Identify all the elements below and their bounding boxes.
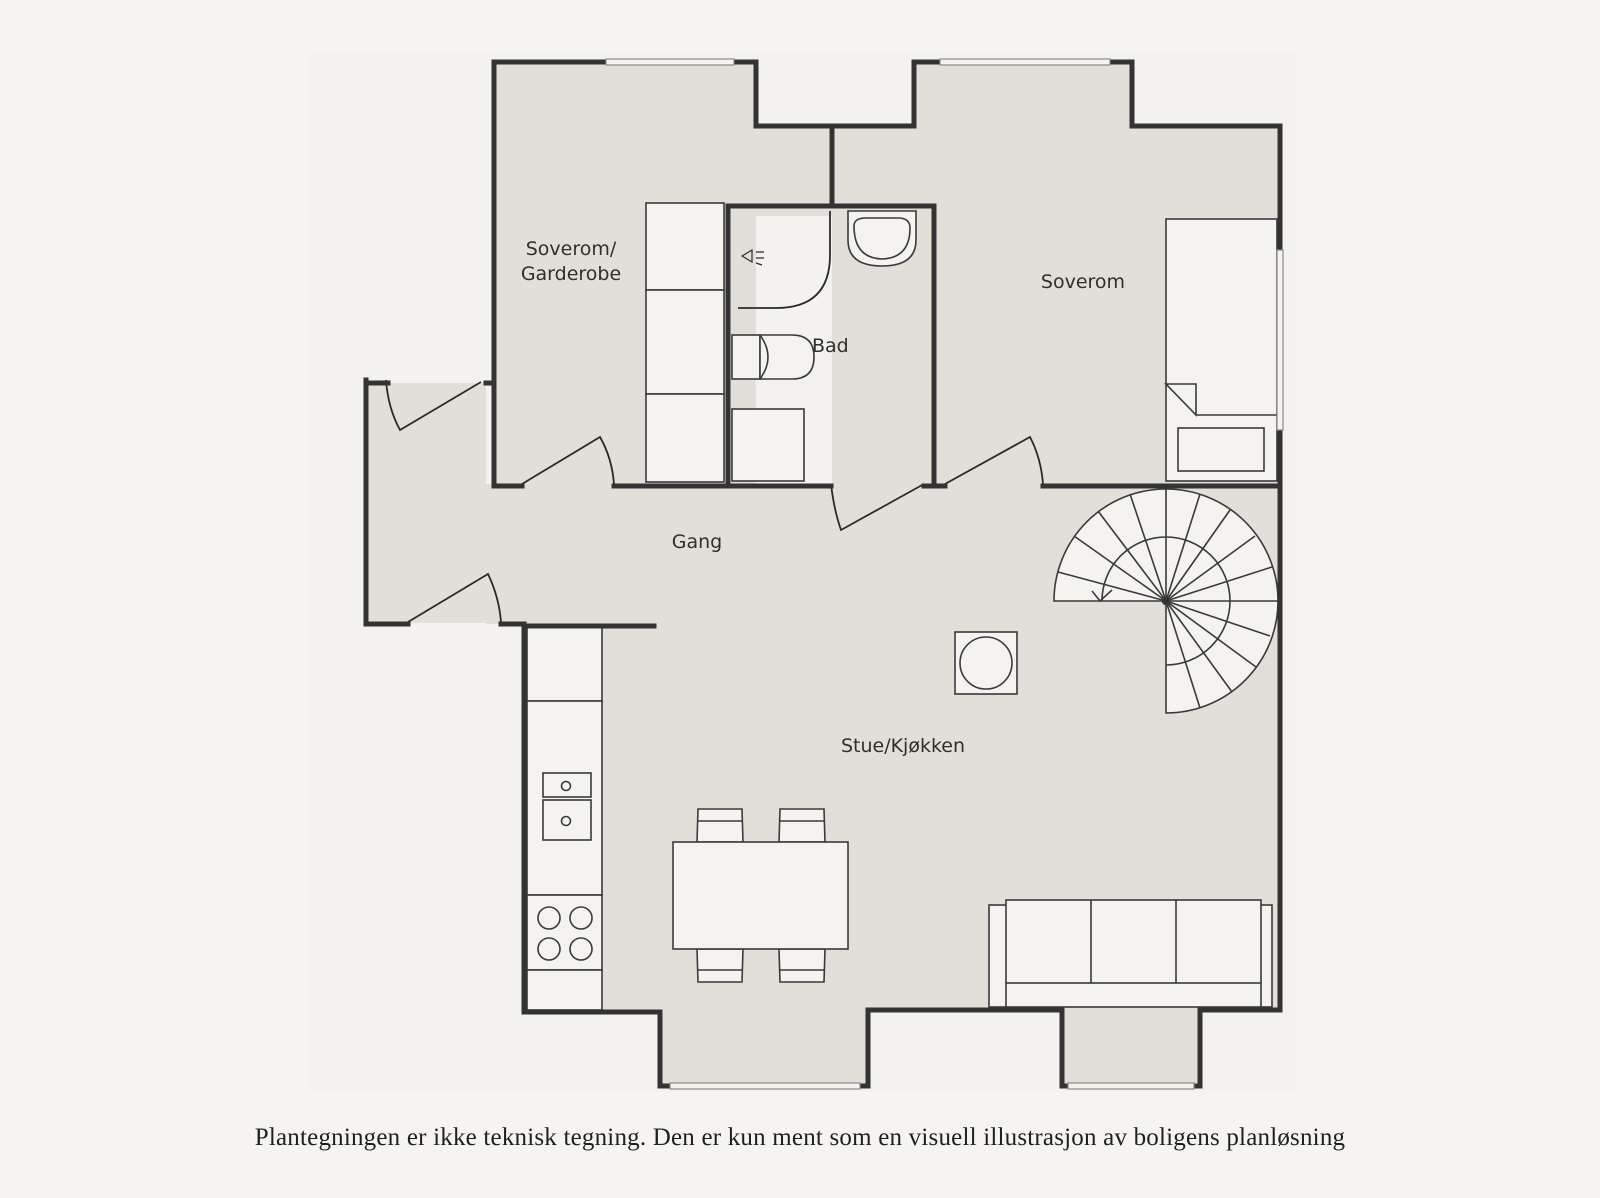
chair bbox=[696, 948, 744, 983]
counter-end bbox=[526, 969, 603, 1011]
counter-top bbox=[526, 626, 603, 702]
toilet bbox=[759, 334, 815, 380]
closet-3 bbox=[645, 393, 725, 483]
door-entry-bottom bbox=[407, 572, 502, 623]
closet-2 bbox=[645, 289, 725, 395]
label-bedroom-wardrobe-1: Soverom/ bbox=[526, 238, 617, 260]
label-bedroom-wardrobe-2: Garderobe bbox=[521, 263, 621, 285]
floor-bedroom-bay bbox=[914, 64, 1130, 134]
spiral-staircase bbox=[1053, 488, 1279, 714]
chair bbox=[778, 808, 826, 843]
floor-bay-right bbox=[1062, 1008, 1198, 1084]
closet-1 bbox=[645, 202, 725, 291]
stair-direction-arrow bbox=[1091, 589, 1113, 603]
floor-entry bbox=[366, 383, 486, 623]
label-hallway: Gang bbox=[672, 531, 722, 553]
shower-door bbox=[738, 211, 831, 309]
pillow bbox=[1177, 427, 1265, 472]
chair bbox=[696, 808, 744, 843]
walls bbox=[363, 59, 1283, 1089]
sofa-cushions bbox=[1005, 899, 1262, 984]
door-entry-top bbox=[385, 379, 482, 432]
doors bbox=[385, 211, 1044, 623]
door-bedroom bbox=[944, 435, 1044, 485]
dining-table bbox=[672, 841, 849, 950]
bathroom-cabinet bbox=[731, 408, 805, 482]
bed-fold bbox=[1164, 383, 1197, 417]
door-bedroom-wardrobe bbox=[521, 435, 615, 485]
floor-bay-left bbox=[660, 1008, 866, 1084]
label-bathroom: Bad bbox=[812, 335, 849, 357]
label-bedroom: Soverom bbox=[1041, 271, 1125, 293]
label-living-kitchen: Stue/Kjøkken bbox=[841, 735, 965, 757]
door-bathroom bbox=[830, 483, 925, 532]
shower-head-icon bbox=[740, 248, 764, 266]
furniture bbox=[526, 202, 1278, 1011]
room-labels: Soverom/ Garderobe Bad Soverom Gang Stue… bbox=[521, 238, 1125, 757]
disclaimer-caption: Plantegningen er ikke teknisk tegning. D… bbox=[254, 1124, 1346, 1151]
windows bbox=[605, 58, 1284, 1090]
stove bbox=[526, 894, 603, 971]
chair bbox=[778, 948, 826, 983]
counter-sink-section bbox=[526, 700, 603, 896]
